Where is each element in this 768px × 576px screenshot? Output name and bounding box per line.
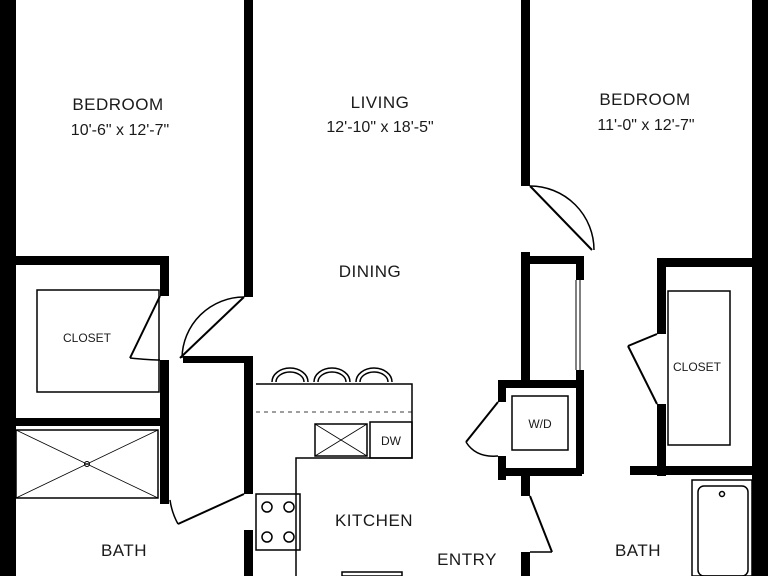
dining-name: DINING [339,262,402,281]
bath-left-name: BATH [101,541,147,560]
bedroom-right-name: BEDROOM [599,90,690,109]
bathtub-right [691,479,753,576]
closet-right-shelf [667,290,731,446]
bath-right-name: BATH [615,541,661,560]
bedroom-right-dims: 11'-0" x 12'-7" [597,117,694,134]
living-name: LIVING [351,93,410,112]
interior-walls [14,0,753,576]
kitchen-fixtures [255,367,413,576]
exterior-wall-right [752,0,768,576]
bedroom-left-dims: 10'-6" x 12'-7" [71,122,169,139]
doors [129,185,658,553]
living-dims: 12'-10" x 18'-5" [326,119,433,136]
exterior-wall-left [0,0,16,576]
dishwasher-label: DW [381,434,402,448]
shower-left [15,429,159,499]
washer-dryer-box [511,395,569,451]
bedroom-left-name: BEDROOM [72,95,163,114]
floor-background [14,0,754,576]
entry-name: ENTRY [437,550,497,569]
closet-left-name: CLOSET [63,331,112,345]
washer-dryer-label: W/D [528,417,552,431]
kitchen-name: KITCHEN [335,511,413,530]
closet-right-name: CLOSET [673,360,722,374]
